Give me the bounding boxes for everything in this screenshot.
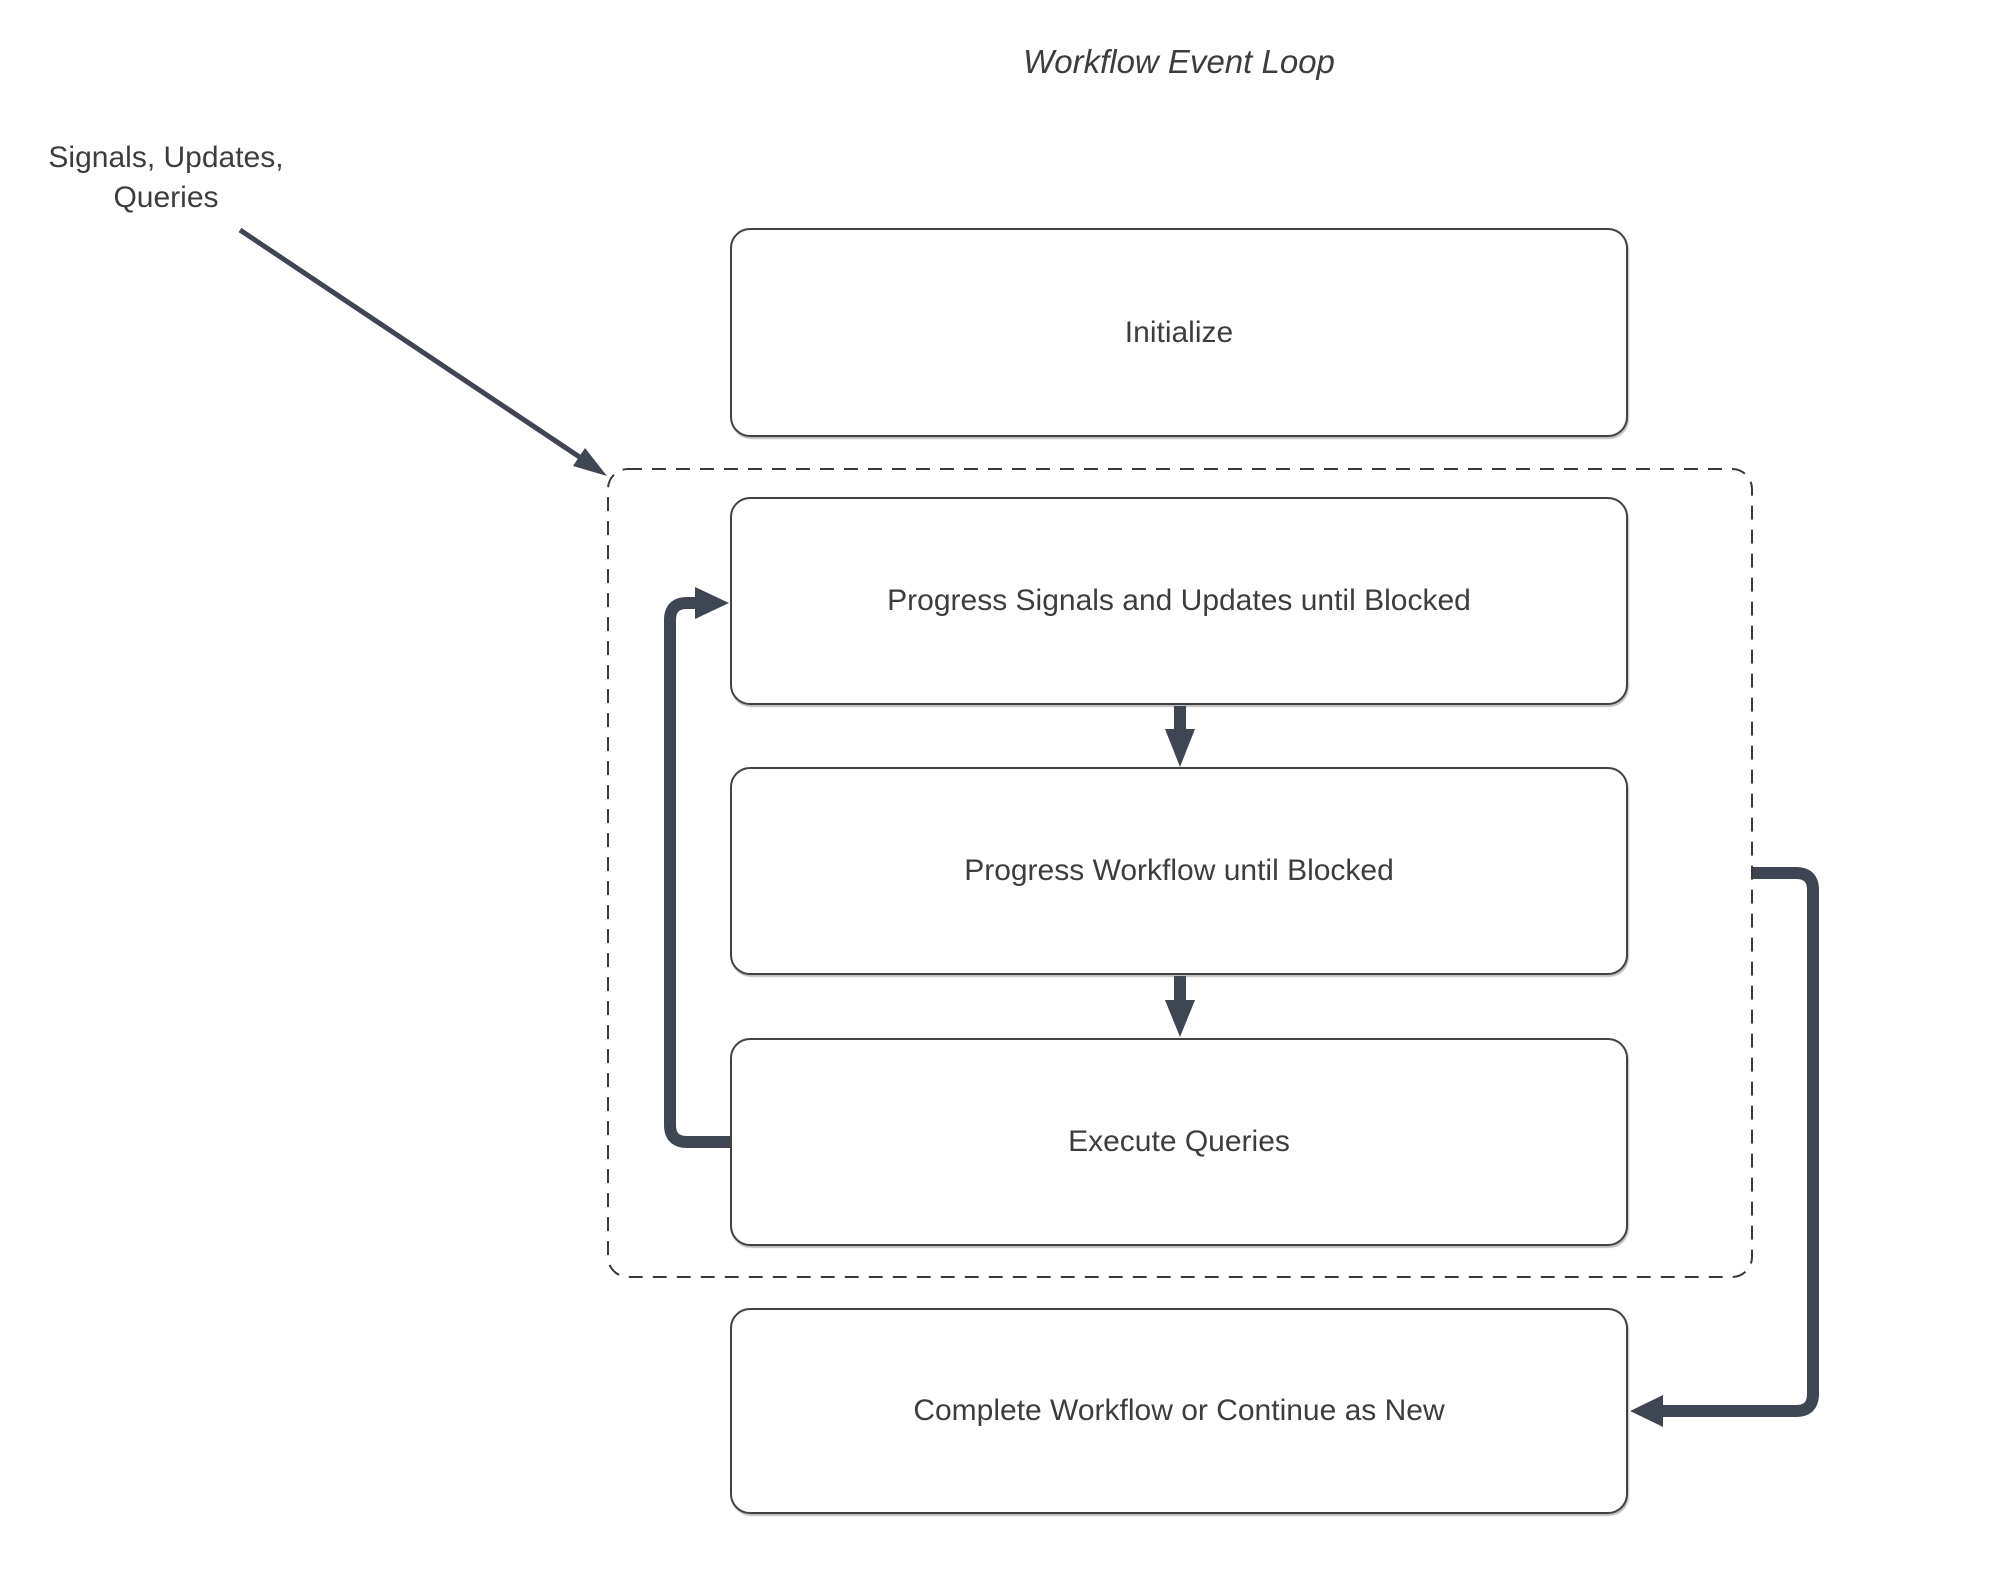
arrow-group-to-complete <box>1630 867 1819 1427</box>
arrow-group-to-complete-line <box>1662 867 1819 1417</box>
annotation-arrow <box>238 227 607 476</box>
node-progress-signals-label: Progress Signals and Updates until Block… <box>887 584 1471 617</box>
arrow-signals-to-workflow-head <box>1165 729 1195 767</box>
arrow-workflow-to-queries-head <box>1165 1000 1195 1037</box>
node-execute-queries: Execute Queries <box>730 1038 1628 1246</box>
diagram-title: Workflow Event Loop <box>1023 43 1335 80</box>
arrow-queries-loop-to-signals <box>664 587 730 1148</box>
annotation-arrowhead <box>573 448 607 476</box>
node-complete-or-continue-label: Complete Workflow or Continue as New <box>913 1394 1445 1427</box>
arrow-group-to-complete-head <box>1630 1395 1663 1427</box>
node-progress-workflow: Progress Workflow until Blocked <box>730 767 1628 975</box>
node-complete-or-continue: Complete Workflow or Continue as New <box>730 1308 1628 1514</box>
arrow-queries-loop-head <box>695 587 729 619</box>
node-initialize: Initialize <box>730 228 1628 437</box>
node-progress-workflow-label: Progress Workflow until Blocked <box>964 854 1394 887</box>
signals-updates-queries-label: Signals, Updates, Queries <box>48 141 284 214</box>
arrow-queries-loop-line <box>664 597 730 1148</box>
arrow-workflow-to-queries <box>1165 976 1195 1037</box>
node-initialize-label: Initialize <box>1124 315 1234 349</box>
annotation-arrow-line <box>238 227 583 461</box>
node-progress-signals: Progress Signals and Updates until Block… <box>730 497 1628 705</box>
arrow-signals-to-workflow <box>1165 706 1195 767</box>
node-execute-queries-label: Execute Queries <box>1068 1125 1290 1158</box>
